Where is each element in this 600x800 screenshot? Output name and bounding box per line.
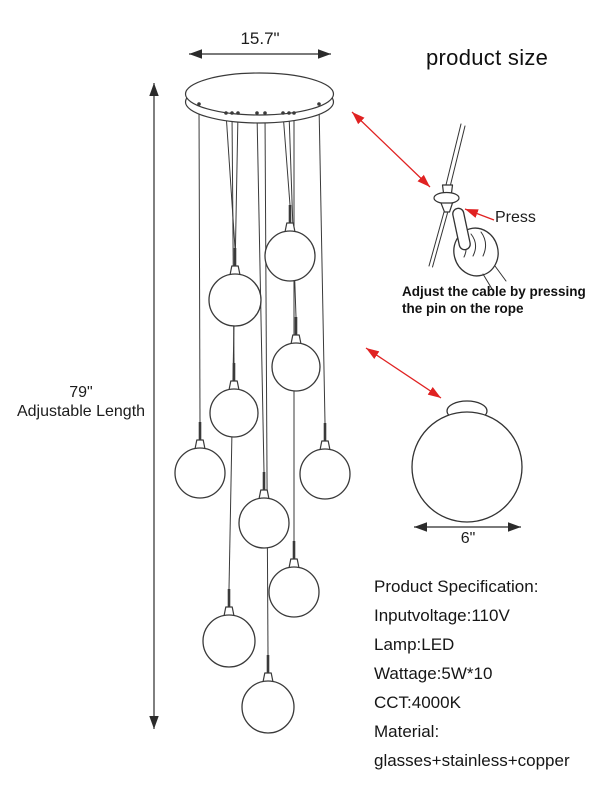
product-specification: Product Specification: Inputvoltage:110V… — [374, 572, 570, 775]
press-pointer-arrow — [464, 208, 495, 221]
ball-detail-circle — [411, 411, 523, 523]
ball-to-detail-arrow — [365, 347, 442, 399]
spec-line: Wattage:5W*10 — [374, 664, 493, 683]
length-text: Adjustable Length — [16, 403, 146, 420]
ceiling-canopy — [184, 72, 335, 124]
ball-stems — [198, 205, 327, 675]
spec-line: CCT:4000K — [374, 693, 461, 712]
pendant-ball — [202, 614, 256, 668]
spec-heading: Product Specification: — [374, 577, 539, 596]
pendant-ball — [299, 448, 351, 500]
pressing-hand — [452, 207, 507, 290]
canopy-to-pin-arrow — [351, 111, 431, 188]
pendant-balls — [174, 230, 351, 734]
adjust-caption-line1: Adjust the cable by pressing — [402, 284, 586, 299]
adjustable-length-label: 79" Adjustable Length — [8, 383, 154, 421]
press-label: Press — [495, 209, 536, 226]
cable-pin — [433, 184, 460, 213]
page-title: product size — [426, 45, 549, 70]
cable-attachments — [197, 102, 321, 115]
ball-detail-drawing — [411, 400, 523, 523]
press-detail-drawing — [428, 123, 507, 290]
spec-line: Inputvoltage:110V — [374, 606, 510, 625]
rope — [428, 123, 466, 268]
red-callout-arrows — [351, 111, 495, 399]
length-value: 79" — [69, 384, 93, 401]
spec-line: Lamp:LED — [374, 635, 455, 654]
pendant-ball — [238, 497, 290, 549]
canopy-width-label: 15.7" — [240, 29, 280, 48]
ball-diameter-label: 6" — [460, 530, 476, 547]
pendant-ball — [174, 447, 226, 499]
pendant-ball — [271, 342, 321, 392]
chandelier-drawing — [174, 72, 351, 734]
spec-line: Material: — [374, 722, 440, 741]
adjust-caption: Adjust the cable by pressing the pin on … — [402, 283, 586, 317]
adjust-caption-line2: the pin on the rope — [402, 301, 524, 316]
pendant-ball — [264, 230, 316, 282]
cables — [198, 103, 326, 656]
pendant-ball — [208, 273, 262, 327]
pendant-ball — [209, 388, 259, 438]
pendant-ball — [241, 680, 295, 734]
pendant-ball — [268, 566, 320, 618]
spec-line: glasses+stainless+copper — [374, 751, 570, 770]
